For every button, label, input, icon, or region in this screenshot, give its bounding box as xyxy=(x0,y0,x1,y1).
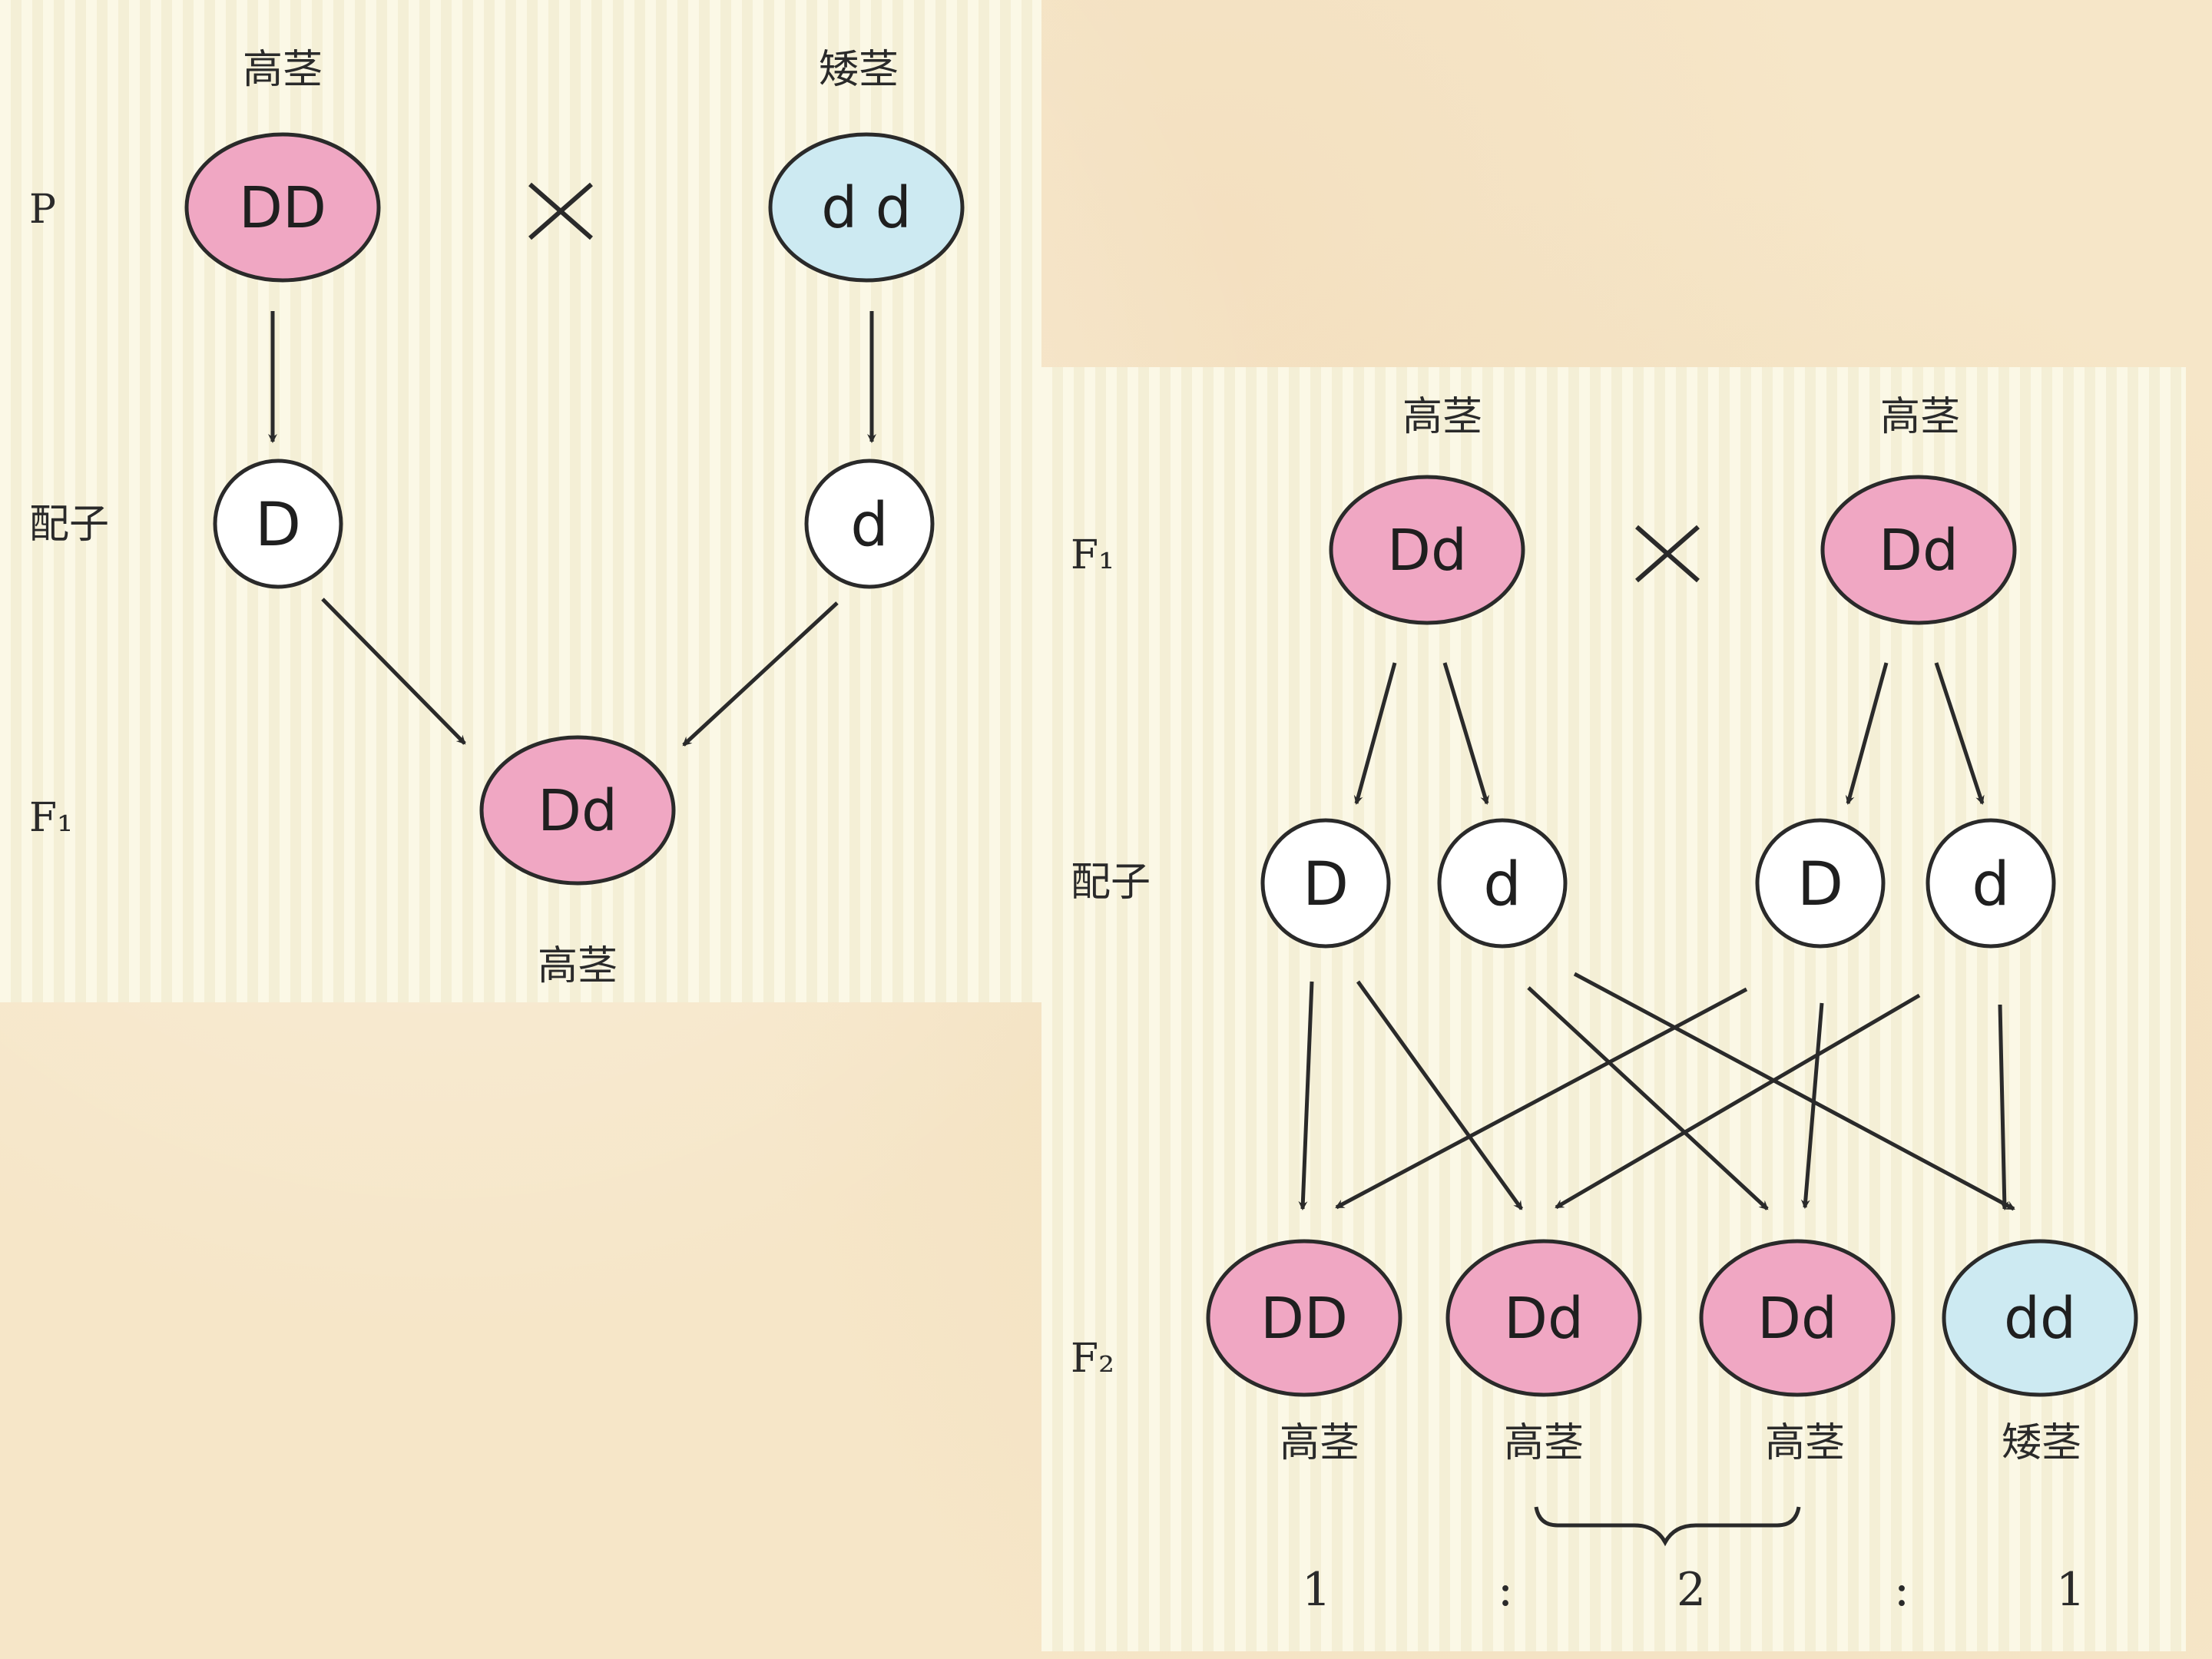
arrow-d-to-f1 xyxy=(682,601,839,747)
gamete-D-text: D xyxy=(255,491,301,560)
offspring-3-ellipse xyxy=(1699,1239,1896,1397)
arrow-d-to-Dd-2 xyxy=(1527,986,1769,1210)
cross-symbol-stroke-b xyxy=(528,182,593,240)
offspring-3-genotype: Dd xyxy=(1757,1286,1837,1352)
offspring-1-ellipse xyxy=(1206,1239,1402,1397)
offspring-2-phenotype: 高茎 xyxy=(1504,1420,1584,1466)
row-label-gamete: 配子 xyxy=(29,502,109,548)
offspring-4-phenotype: 矮茎 xyxy=(2002,1420,2081,1466)
parent1-dd-ellipse xyxy=(1329,475,1525,625)
ratio-colon-right: : xyxy=(1894,1563,1909,1617)
ratio-colon-left: : xyxy=(1498,1563,1513,1617)
f1-phenotype-label: 高茎 xyxy=(538,943,618,989)
row-label-f2: F₂ xyxy=(1071,1336,1114,1382)
gamete-1-circle xyxy=(1260,818,1391,949)
row-label-f1: F₁ xyxy=(29,795,73,841)
gamete-4-text: d xyxy=(1972,850,2010,919)
offspring-4-ellipse xyxy=(1942,1239,2138,1397)
offspring-1-genotype: DD xyxy=(1260,1286,1348,1352)
parent1-genotype: Dd xyxy=(1387,518,1467,584)
parent-dd-short-ellipse xyxy=(768,132,965,283)
p-cross-panel: 高茎 矮茎 P 配子 F₁ DD d d D d Dd 高茎 xyxy=(0,0,1041,1002)
arrow-parent2-to-gamete4 xyxy=(1934,662,1985,805)
f1-cross-diagram: 高茎 高茎 F₁ 配子 F₂ Dd Dd D d D d xyxy=(1071,394,2138,1617)
arrow-d2-to-Dd-1 xyxy=(1555,993,1921,1210)
p-cross-diagram: 高茎 矮茎 P 配子 F₁ DD d d D d Dd 高茎 xyxy=(29,47,965,989)
gamete-3-circle xyxy=(1755,818,1886,949)
gamete-3-text: D xyxy=(1797,850,1843,919)
arrow-d-to-dd xyxy=(1573,972,2015,1211)
parent-short-label: 矮茎 xyxy=(819,47,899,93)
gamete-2-text: d xyxy=(1483,850,1522,919)
parent-tall-label: 高茎 xyxy=(243,47,323,93)
f1-cross-panel: 高茎 高茎 F₁ 配子 F₂ Dd Dd D d D d xyxy=(1041,367,2186,1651)
gamete-1-text: D xyxy=(1303,850,1349,919)
gamete-d-text: d xyxy=(850,491,889,560)
ratio-1-left: 1 xyxy=(1302,1563,1331,1617)
gamete-2-circle xyxy=(1437,818,1568,949)
ratio-1-right: 1 xyxy=(2056,1563,2085,1617)
arrow-parent1-to-gamete2 xyxy=(1442,662,1489,805)
heterozygote-brace xyxy=(1534,1506,1801,1547)
f1-genotype: Dd xyxy=(538,778,618,844)
arrow-D-to-Dd-1 xyxy=(1356,980,1524,1210)
arrow-D-to-f1 xyxy=(321,598,466,745)
arrow-parent2-to-gamete3 xyxy=(1845,662,1889,805)
cross-symbol-stroke-b xyxy=(1635,525,1700,583)
offspring-2-ellipse xyxy=(1445,1239,1642,1397)
parent-dd-tall-genotype: DD xyxy=(239,175,326,241)
offspring-3-phenotype: 高茎 xyxy=(1765,1420,1845,1466)
f1-dd-ellipse xyxy=(479,735,676,886)
arrow-D2-to-DD xyxy=(1335,987,1748,1210)
offspring-2-genotype: Dd xyxy=(1504,1286,1584,1352)
parent-dd-tall-ellipse xyxy=(184,132,381,283)
arrow-D-to-DD xyxy=(1298,981,1314,1210)
row-label-f1: F₁ xyxy=(1071,532,1114,578)
parent-dd-short-genotype: d d xyxy=(821,175,911,241)
row-label-p: P xyxy=(29,187,56,233)
arrow-d2-to-dd xyxy=(1998,1004,2009,1210)
gamete-d-circle xyxy=(804,459,935,589)
gamete-4-circle xyxy=(1926,818,2056,949)
arrow-parent1-to-gamete1 xyxy=(1353,662,1397,805)
parent2-genotype: Dd xyxy=(1879,518,1959,584)
offspring-1-phenotype: 高茎 xyxy=(1280,1420,1359,1466)
row-label-gamete: 配子 xyxy=(1071,859,1151,906)
ratio-2-middle: 2 xyxy=(1677,1563,1706,1617)
offspring-4-genotype: dd xyxy=(2004,1286,2076,1352)
parent2-dd-ellipse xyxy=(1820,475,2017,625)
parent1-phenotype-label: 高茎 xyxy=(1402,394,1482,440)
gamete-D-circle xyxy=(213,459,343,589)
parent2-phenotype-label: 高茎 xyxy=(1880,394,1960,440)
arrow-D2-to-Dd-2 xyxy=(1800,1002,1824,1209)
